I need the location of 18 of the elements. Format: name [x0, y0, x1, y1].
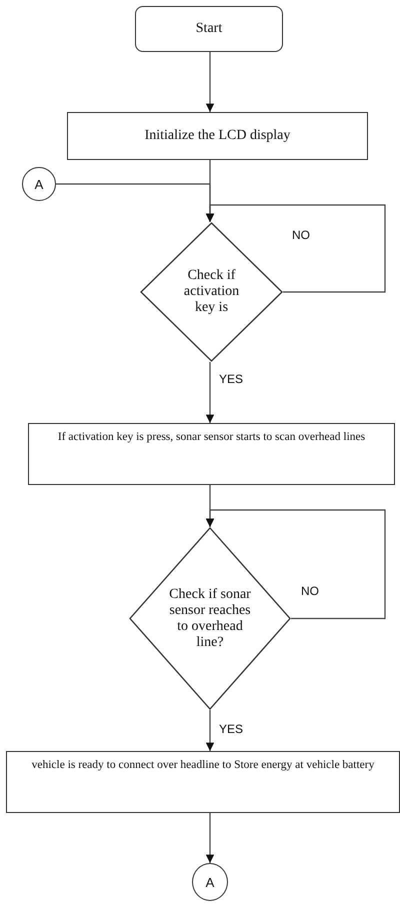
process-box: If activation key is press, sonar sensor starts to scan overhead lines — [28, 423, 395, 485]
edge-label: YES — [218, 722, 244, 736]
decision-diamond: Check if sonar sensor reaches to overhead line? — [129, 527, 291, 710]
decision-diamond: Check if activation key is — [140, 222, 283, 362]
connector-circle: A — [22, 167, 56, 201]
start-terminal: Start — [135, 6, 283, 52]
arrow — [206, 509, 386, 620]
arrow — [206, 204, 386, 293]
edge-label: YES — [218, 372, 244, 386]
connector-circle: A — [192, 863, 228, 901]
process-box: Initialize the LCD display — [67, 112, 368, 160]
process-box: vehicle is ready to connect over headline to Store energy at vehicle battery — [6, 751, 400, 813]
edge-label: NO — [291, 228, 311, 242]
arrow — [206, 813, 214, 863]
edge-label: NO — [300, 584, 320, 598]
arrow — [206, 52, 214, 112]
arrow — [206, 710, 214, 751]
arrow — [206, 362, 214, 423]
